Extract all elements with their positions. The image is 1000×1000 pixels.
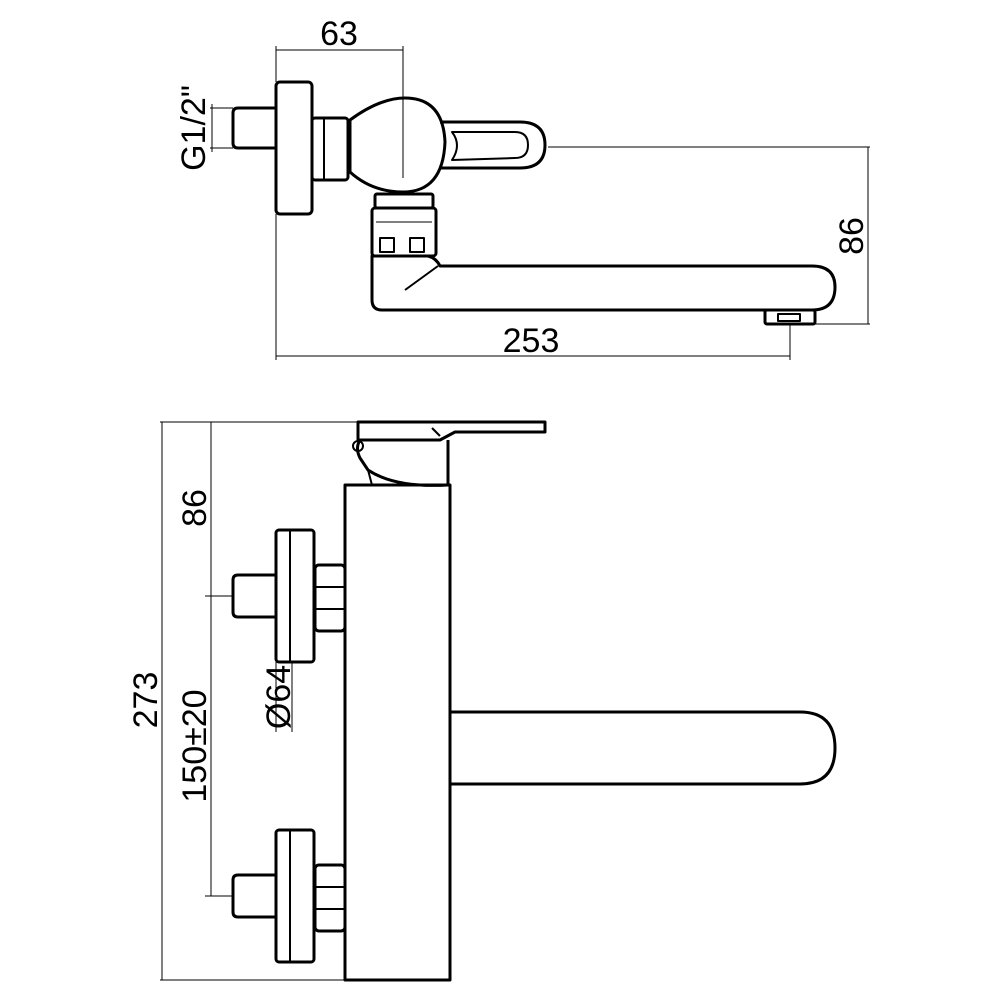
dim-thread: G1/2" xyxy=(175,85,213,171)
front-rosette-upper xyxy=(274,528,316,664)
top-spout xyxy=(370,254,837,312)
dim-253: 253 xyxy=(503,322,560,360)
top-handle-lever xyxy=(440,120,547,170)
dim-86-upper: 86 xyxy=(176,489,214,527)
top-mixer-body xyxy=(348,96,447,194)
dim-150: 150±20 xyxy=(176,689,214,802)
dim-63: 63 xyxy=(320,15,358,53)
top-coupling xyxy=(373,192,435,210)
top-connection-stub xyxy=(231,106,276,150)
top-view: 63 G1/2" 86 253 xyxy=(175,15,871,360)
front-spout xyxy=(450,710,837,786)
top-coupling-nut xyxy=(370,206,438,258)
front-mixer-body xyxy=(343,483,452,982)
front-stub-lower xyxy=(231,873,276,919)
front-handle xyxy=(356,420,547,442)
dim-86-right: 86 xyxy=(833,217,871,255)
dim-273: 273 xyxy=(127,672,165,729)
top-rosette xyxy=(274,80,314,216)
front-nut-lower xyxy=(313,863,347,933)
front-stub-upper xyxy=(231,573,276,619)
front-view: 273 86 150±20 Ø64 xyxy=(127,420,837,982)
front-nut-upper xyxy=(313,563,347,633)
top-nut xyxy=(310,116,350,182)
dim-diameter: Ø64 xyxy=(260,665,298,729)
front-rosette-lower xyxy=(274,828,316,964)
